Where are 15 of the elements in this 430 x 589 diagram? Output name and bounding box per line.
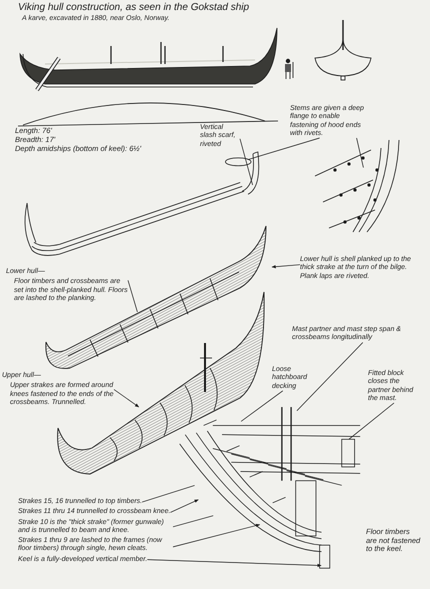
leader-line	[247, 138, 320, 160]
arrow	[146, 559, 322, 568]
leader-line	[142, 485, 195, 502]
leader-line	[172, 515, 214, 528]
leader-line	[240, 138, 253, 186]
leader-line	[296, 342, 364, 412]
leader-line	[348, 402, 394, 440]
arrow	[114, 389, 140, 408]
arrow	[170, 499, 199, 513]
diagram-title: Viking hull construction, as seen in the Gokstad ship	[18, 2, 250, 13]
leader-line	[356, 138, 364, 168]
leader-line	[240, 390, 284, 422]
leader-line	[128, 280, 138, 312]
arrow	[272, 264, 300, 268]
arrow	[172, 524, 260, 548]
